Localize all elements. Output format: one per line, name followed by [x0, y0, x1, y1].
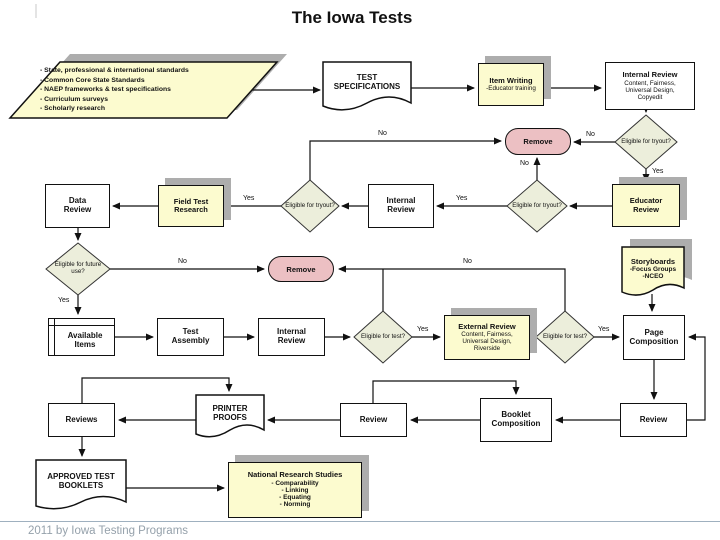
node-internal-review-top: Internal Review Content, Fairness, Unive…: [605, 62, 695, 110]
node-sub-label: -Educator training: [486, 85, 536, 93]
node-sub-label: Universal Design,: [462, 338, 512, 346]
node-educator-review: Educator Review: [612, 184, 680, 227]
node-label: Reviews: [65, 414, 98, 424]
node-sub-label: Universal Design,: [625, 86, 675, 94]
node-sub-label: Copyedit: [637, 93, 663, 101]
edge-label-no: No: [377, 130, 388, 137]
edge-label-no: No: [177, 258, 188, 265]
edge-label-yes: Yes: [242, 195, 256, 202]
standards-parallelogram: [8, 61, 279, 119]
node-label: Field Test Research: [173, 196, 209, 214]
decision-diamonds: [45, 114, 678, 364]
approved-test-booklets-document: [35, 459, 127, 510]
edge-label-yes: Yes: [651, 168, 665, 175]
node-sub-label: Riverside: [473, 345, 501, 353]
edge-label-yes: Yes: [57, 297, 71, 304]
edge-label-yes: Yes: [416, 326, 430, 333]
diamond-eligible-tryout-2: [506, 179, 568, 233]
node-review-right: Review: [620, 403, 687, 437]
node-label: External Review: [458, 321, 516, 331]
node-label: Test Assembly: [171, 327, 210, 345]
printer-proofs-document: [195, 394, 265, 438]
node-national-research-studies: National Research Studies - Comparabilit…: [228, 462, 362, 518]
node-booklet-composition: Booklet Composition: [480, 398, 552, 442]
node-label: Remove: [286, 264, 316, 274]
page-title: The Iowa Tests: [291, 8, 413, 27]
diamond-eligible-tryout-1: [614, 114, 678, 170]
edge-label-no: No: [585, 131, 596, 138]
node-label: Review: [639, 414, 668, 424]
node-label: Internal Review: [622, 70, 678, 80]
edge-label-no: No: [519, 160, 530, 167]
node-data-review: Data Review: [45, 184, 110, 228]
diamond-eligible-tryout-3: [280, 179, 340, 233]
node-sub-label: - Norming: [279, 501, 311, 509]
node-label: Page Composition: [629, 327, 679, 346]
node-remove-1: Remove: [505, 128, 571, 155]
node-label: Available Items: [67, 330, 103, 349]
node-remove-2: Remove: [268, 256, 334, 282]
node-label: Educator Review: [629, 196, 663, 214]
footer-divider: [0, 521, 720, 522]
node-reviews: Reviews: [48, 403, 115, 437]
node-test-assembly: Test Assembly: [157, 318, 224, 356]
node-sub-label: - Equating: [279, 494, 311, 502]
node-sub-label: Content, Fairness,: [624, 79, 676, 87]
node-label: Internal Review: [386, 196, 416, 214]
test-specifications-document: [322, 61, 412, 111]
node-label: Internal Review: [277, 327, 306, 345]
node-internal-review-mid: Internal Review: [368, 184, 434, 228]
edge-label-yes: Yes: [455, 195, 469, 202]
node-sub-label: Content, Fairness,: [461, 331, 513, 339]
node-field-test-research: Field Test Research: [158, 185, 224, 227]
node-review-mid: Review: [340, 403, 407, 437]
node-external-review: External Review Content, Fairness, Unive…: [444, 315, 530, 360]
edge-label-yes: Yes: [597, 326, 611, 333]
node-label: Booklet Composition: [491, 410, 541, 428]
node-label: Remove: [523, 137, 553, 146]
diamond-eligible-test-2: [535, 310, 595, 364]
node-sub-label: - Comparability: [271, 479, 319, 487]
node-sub-label: - Linking: [281, 486, 309, 494]
edge-label-no: No: [462, 258, 473, 265]
footer-copyright: 2011 by Iowa Testing Programs: [28, 525, 189, 537]
node-item-writing: Item Writing -Educator training: [478, 63, 544, 106]
storyboards-document: [621, 246, 685, 296]
node-label: Data Review: [63, 196, 92, 214]
node-available-items: Available Items: [48, 318, 115, 356]
node-label: National Research Studies: [247, 470, 343, 480]
node-label: Item Writing: [489, 75, 533, 85]
node-page-composition: Page Composition: [623, 315, 685, 360]
diamond-eligible-future-use: [45, 242, 111, 296]
node-internal-review-bottom: Internal Review: [258, 318, 325, 356]
node-label: Review: [359, 414, 388, 424]
diamond-eligible-test-1: [353, 310, 413, 364]
